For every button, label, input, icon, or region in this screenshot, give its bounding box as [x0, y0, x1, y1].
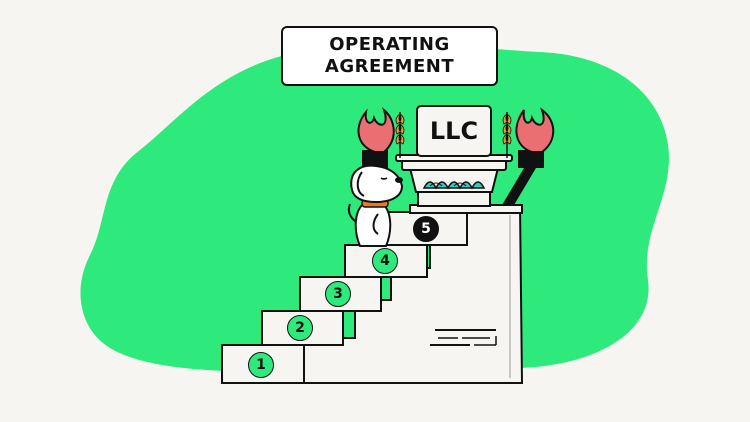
flame-icon-right — [515, 107, 555, 153]
title-line-2: AGREEMENT — [324, 56, 455, 77]
llc-monument — [416, 105, 492, 157]
title-box: OPERATING AGREEMENT — [281, 26, 498, 86]
step-number-1: 1 — [248, 352, 274, 378]
step-number-3: 3 — [325, 281, 351, 307]
title-line-1: OPERATING — [329, 34, 450, 55]
step-number-5: 5 — [413, 216, 439, 242]
dog-illustration — [347, 164, 404, 247]
wheat-icon-right — [502, 112, 512, 158]
llc-label: LLC — [429, 117, 479, 145]
step-number-4: 4 — [372, 248, 398, 274]
lotus-icon — [422, 181, 486, 190]
torch-icon-right — [502, 107, 555, 205]
step-number-2: 2 — [287, 315, 313, 341]
flame-icon-left — [357, 106, 395, 153]
wheat-icon-left — [395, 112, 405, 158]
